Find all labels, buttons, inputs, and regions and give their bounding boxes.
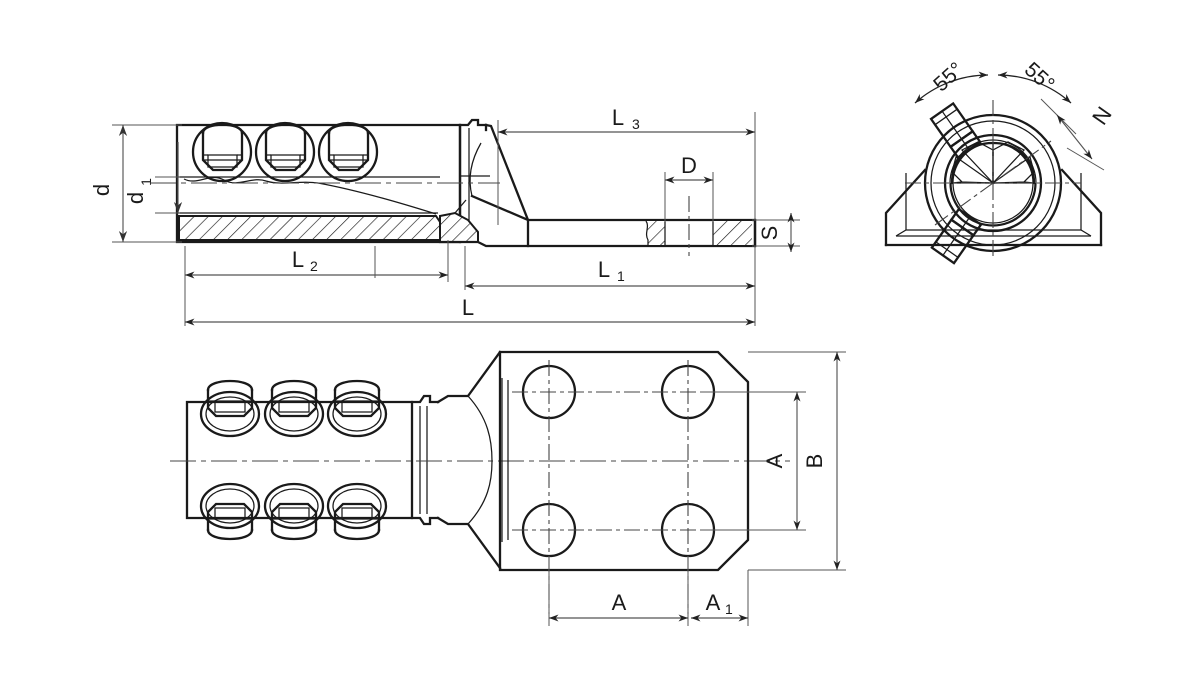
dimension-label-A-vertical: A bbox=[762, 453, 787, 468]
dimension-label-L3-sub: 3 bbox=[632, 116, 640, 132]
dimension-A-plan-horizontal: A bbox=[548, 556, 689, 626]
dimension-label-d1-sub: 1 bbox=[138, 178, 154, 186]
dimension-L: L bbox=[184, 282, 756, 326]
barrel-section-hatch bbox=[178, 215, 441, 241]
dimension-L2: L 2 bbox=[184, 240, 449, 282]
dimension-d: d bbox=[89, 124, 182, 243]
plan-bolt-bottom-3 bbox=[326, 482, 388, 541]
plan-transition-taper bbox=[436, 350, 509, 570]
plan-bolt-top-2 bbox=[263, 379, 325, 438]
dimension-A-plan-vertical: A bbox=[700, 391, 806, 531]
dimension-label-L1-sub: 1 bbox=[617, 268, 625, 284]
dimension-label-L1: L bbox=[598, 257, 610, 282]
dimension-L3: L 3 bbox=[497, 105, 756, 225]
plan-bolt-row-bottom bbox=[199, 482, 388, 541]
view-plan: B A A A 1 bbox=[170, 350, 846, 626]
dimension-label-L3: L bbox=[612, 105, 624, 130]
plan-bolt-top-3 bbox=[326, 379, 388, 438]
shear-bolt-group-side bbox=[191, 121, 379, 183]
dimension-A1-plan: A 1 bbox=[691, 570, 749, 626]
dimension-S: S bbox=[752, 213, 800, 252]
dimension-label-d: d bbox=[89, 184, 114, 196]
shear-bolt-side-1 bbox=[191, 121, 253, 183]
dimension-label-A-horizontal: A bbox=[612, 590, 627, 615]
dimension-L1: L 1 bbox=[464, 246, 756, 290]
shear-bolt-side-3 bbox=[317, 121, 379, 183]
dimension-label-A1-sub: 1 bbox=[725, 601, 733, 617]
dimension-B-plan: B bbox=[748, 351, 846, 571]
dimension-label-L2-sub: 2 bbox=[310, 258, 318, 274]
plan-bolt-top-1 bbox=[199, 379, 261, 438]
dimension-label-D: D bbox=[681, 153, 697, 178]
view-side-elevation: d d 1 bbox=[89, 105, 800, 326]
plan-bolt-row-top bbox=[199, 379, 388, 438]
dimension-d1: d 1 bbox=[123, 142, 183, 214]
shear-bolt-side-2 bbox=[254, 121, 316, 183]
end-view-bolt-right bbox=[929, 101, 982, 160]
dimension-label-L: L bbox=[462, 295, 474, 320]
dimension-label-d1: d bbox=[123, 192, 148, 204]
end-view-bolt-left bbox=[930, 207, 983, 265]
dimension-label-B: B bbox=[802, 454, 827, 469]
plan-bolt-bottom-1 bbox=[199, 482, 261, 541]
dimension-D: D bbox=[664, 153, 714, 222]
dimension-label-A1: A bbox=[706, 590, 721, 615]
dimension-label-S: S bbox=[757, 226, 782, 241]
dimension-label-L2: L bbox=[292, 247, 304, 272]
plan-bolt-bottom-2 bbox=[263, 482, 325, 541]
plan-barrel-body bbox=[185, 394, 440, 526]
end-view-oblique-centerline bbox=[934, 140, 1052, 226]
plan-palm-plate bbox=[498, 350, 750, 572]
